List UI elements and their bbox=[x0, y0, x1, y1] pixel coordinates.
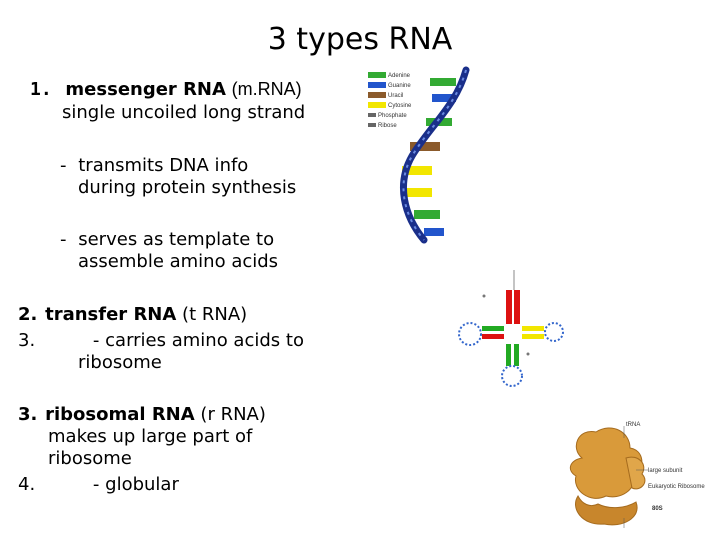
base-guanine bbox=[424, 228, 444, 236]
legend-adenine-label: Adenine bbox=[388, 73, 411, 79]
d-arm-stem-top bbox=[482, 326, 504, 331]
section-3-heading: 3. ribosomal RNA (r RNA) bbox=[18, 404, 266, 426]
slide-title: 3 types RNA bbox=[267, 22, 453, 57]
legend-ribose-label: Ribose bbox=[378, 123, 397, 129]
section-2-heading: 2. transfer RNA (t RNA) bbox=[18, 304, 247, 326]
section-2-text: - carries amino acids to bbox=[92, 330, 304, 351]
label-dot bbox=[482, 294, 486, 298]
anticodon-loop bbox=[501, 365, 523, 387]
section-1-desc: single uncoiled long strand bbox=[62, 102, 306, 123]
ribosome-label-trna: tRNA bbox=[626, 422, 640, 428]
mrna-strand-illustration: Adenine Guanine Uracil Cytosine Phosphat… bbox=[368, 66, 470, 244]
bullet-2-text: serves as template to bbox=[78, 229, 275, 250]
legend-uracil-label: Uracil bbox=[388, 93, 403, 99]
legend-cytosine-label: Cytosine bbox=[388, 103, 412, 109]
section-3-text: - globular bbox=[92, 474, 179, 495]
legend-phosphate-label: Phosphate bbox=[378, 113, 407, 119]
base-uracil bbox=[410, 142, 440, 151]
legend-phosphate-swatch bbox=[368, 113, 376, 117]
bullet-2-dash: - bbox=[60, 229, 67, 250]
trna-cloverleaf-illustration bbox=[458, 270, 564, 387]
base-adenine bbox=[430, 78, 456, 86]
bullet-2-cont: assemble amino acids bbox=[78, 251, 279, 272]
legend-uracil-swatch bbox=[368, 92, 386, 98]
section-1-name: messenger RNA bbox=[65, 79, 226, 100]
base-cytosine bbox=[402, 166, 432, 175]
bullet-1-cont: during protein synthesis bbox=[78, 177, 297, 198]
bullet-1: - transmits DNA info bbox=[60, 155, 248, 177]
section-3-number2: 4. bbox=[18, 474, 36, 495]
section-3-name: ribosomal RNA bbox=[45, 404, 195, 425]
mrna-legend: Adenine Guanine Uracil Cytosine Phosphat… bbox=[368, 72, 412, 129]
bullet-1-dash: - bbox=[60, 155, 67, 176]
legend-guanine-swatch bbox=[368, 82, 386, 88]
section-2-number2: 3. bbox=[18, 330, 36, 351]
section-2-number: 2. bbox=[18, 304, 38, 325]
base-guanine bbox=[432, 94, 456, 102]
section-2-line2: 3. - carries amino acids to bbox=[18, 330, 304, 352]
t-arm-loop bbox=[544, 322, 564, 342]
bullet-2: - serves as template to bbox=[60, 229, 274, 251]
ribosome-lobe bbox=[625, 456, 646, 490]
acceptor-stem-left bbox=[506, 290, 512, 324]
section-2-abbr: (t RNA) bbox=[182, 304, 248, 325]
anticodon-stem-left bbox=[506, 344, 511, 366]
section-3-desc-1: makes up large part of bbox=[48, 426, 253, 447]
section-3-number: 3. bbox=[18, 404, 38, 425]
t-arm-stem-top bbox=[522, 326, 544, 331]
mrna-backbone bbox=[400, 66, 470, 244]
ribosome-small-subunit bbox=[575, 495, 638, 526]
section-1-heading: 1. messenger RNA (m.RNA) bbox=[30, 78, 302, 101]
ribosome-label-large-subunit: large subunit bbox=[648, 468, 683, 474]
section-2-cont: ribosome bbox=[78, 352, 162, 373]
ribosome-label-80s: 80S bbox=[652, 506, 663, 512]
section-1-number: 1. bbox=[30, 79, 52, 100]
base-cytosine bbox=[404, 188, 432, 197]
legend-ribose-swatch bbox=[368, 123, 376, 127]
ribosome-illustration: tRNA large subunit Eukaryotic Ribosome 8… bbox=[569, 422, 705, 528]
anticodon-stem-right bbox=[514, 344, 519, 366]
legend-adenine-swatch bbox=[368, 72, 386, 78]
d-arm-stem-bottom bbox=[482, 334, 504, 339]
bullet-1-text: transmits DNA info bbox=[78, 155, 249, 176]
ribosome-label-eukaryotic: Eukaryotic Ribosome bbox=[648, 484, 705, 490]
section-3-abbr: (r RNA) bbox=[200, 404, 266, 425]
acceptor-stem-right bbox=[514, 290, 520, 324]
d-arm-loop bbox=[458, 322, 482, 346]
section-3-line4: 4. - globular bbox=[18, 474, 179, 496]
base-adenine bbox=[414, 210, 440, 219]
t-arm-stem-bottom bbox=[522, 334, 544, 339]
section-3-desc-2: ribosome bbox=[48, 448, 132, 469]
section-2-name: transfer RNA bbox=[45, 304, 177, 325]
legend-cytosine-swatch bbox=[368, 102, 386, 108]
legend-guanine-label: Guanine bbox=[388, 83, 411, 89]
section-1-abbr: (m.RNA) bbox=[231, 79, 302, 99]
label-dot bbox=[526, 352, 530, 356]
